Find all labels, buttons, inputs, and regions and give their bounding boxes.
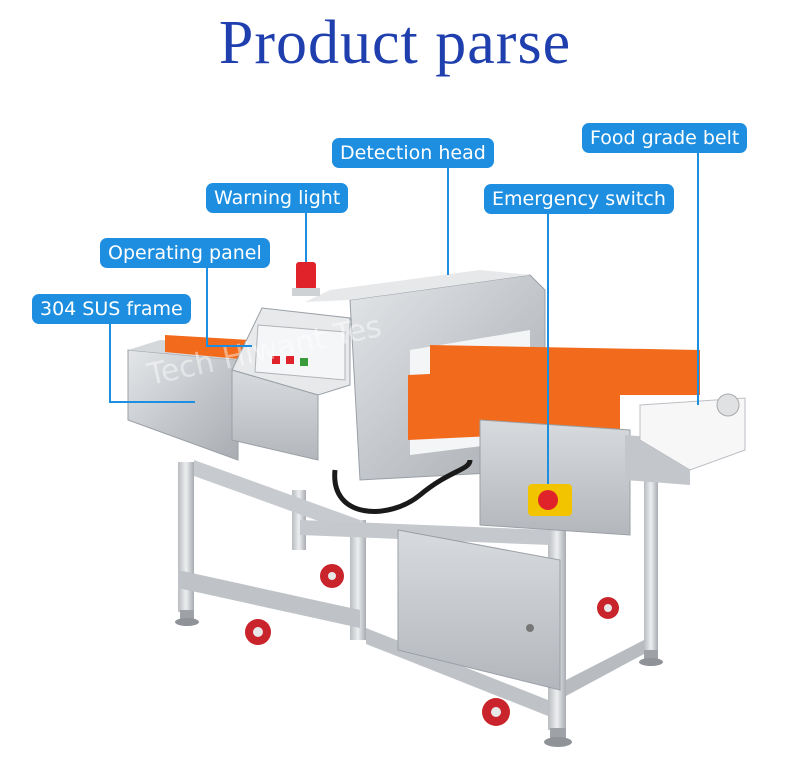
callout-frame: 304 SUS frame — [32, 294, 191, 324]
callout-detection-head: Detection head — [332, 138, 494, 168]
callout-emergency-switch: Emergency switch — [484, 184, 674, 214]
callout-warning-light: Warning light — [206, 183, 349, 213]
outfeed-conveyor — [479, 393, 746, 536]
infeed-belt — [165, 335, 250, 360]
warning-light — [292, 262, 320, 296]
electrical-cabinet — [397, 529, 561, 691]
leader-operating-panel — [206, 266, 252, 347]
callout-food-belt: Food grade belt — [582, 123, 748, 153]
power-cable — [332, 459, 473, 514]
leader-frame — [109, 322, 195, 403]
page-title: Product parse — [218, 9, 572, 77]
emergency-switch — [528, 484, 572, 516]
callout-operating-panel: Operating panel — [100, 238, 270, 268]
operating-panel — [231, 307, 351, 461]
caster-wheels — [245, 564, 619, 726]
